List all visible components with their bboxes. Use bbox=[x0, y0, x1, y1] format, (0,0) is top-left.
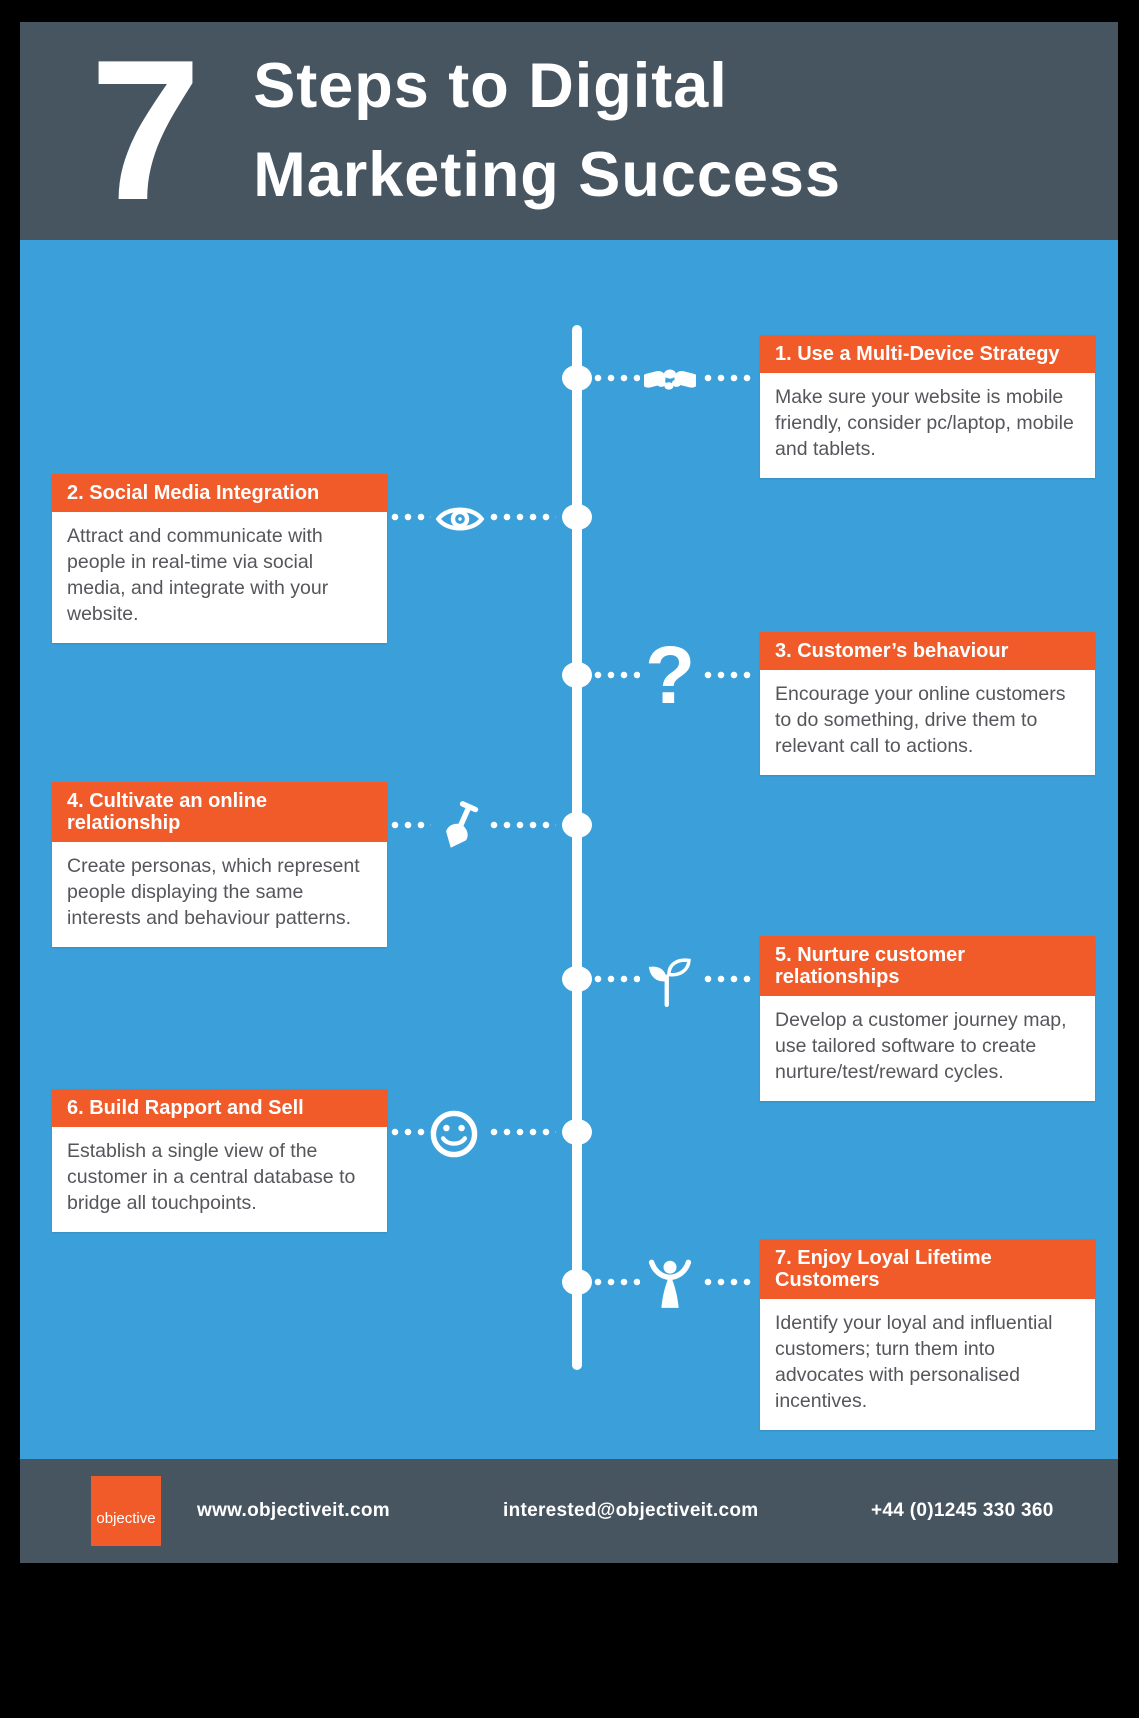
step-title: 7. Enjoy Loyal Lifetime Customers bbox=[760, 1239, 1095, 1299]
step-title: 5. Nurture customer relationships bbox=[760, 936, 1095, 996]
step-card-6: 6. Build Rapport and Sell Establish a si… bbox=[52, 1089, 387, 1232]
dotted-connector bbox=[490, 513, 556, 521]
step-card-4: 4. Cultivate an online relationship Crea… bbox=[52, 782, 387, 947]
step-body: Make sure your website is mobile friendl… bbox=[775, 386, 1074, 460]
footer-website: www.objectiveit.com bbox=[197, 1500, 390, 1521]
smiley-icon bbox=[428, 1108, 480, 1160]
dotted-connector bbox=[594, 374, 640, 382]
seedling-icon bbox=[644, 955, 696, 1007]
timeline-node-1 bbox=[562, 365, 592, 391]
footer-phone: +44 (0)1245 330 360 bbox=[871, 1500, 1054, 1521]
objective-logo: objective bbox=[91, 1476, 161, 1546]
big-number-7: 7 bbox=[90, 19, 202, 242]
step-card-5: 5. Nurture customer relationships Develo… bbox=[760, 936, 1095, 1101]
dotted-connector bbox=[391, 1128, 431, 1136]
step-title: 6. Build Rapport and Sell bbox=[52, 1089, 387, 1127]
infographic-poster: 7 Steps to Digital Marketing Success 1. … bbox=[20, 22, 1118, 1563]
dotted-connector bbox=[704, 975, 756, 983]
step-card-7: 7. Enjoy Loyal Lifetime Customers Identi… bbox=[760, 1239, 1095, 1430]
person-celebrating-icon bbox=[644, 1258, 696, 1310]
dotted-connector bbox=[594, 1278, 640, 1286]
dotted-connector bbox=[490, 1128, 556, 1136]
header: 7 Steps to Digital Marketing Success bbox=[20, 22, 1118, 240]
title-line-1: Steps to Digital bbox=[253, 51, 728, 121]
shovel-icon bbox=[434, 801, 486, 853]
step-title: 4. Cultivate an online relationship bbox=[52, 782, 387, 842]
footer-email: interested@objectiveit.com bbox=[503, 1500, 759, 1521]
step-title: 1. Use a Multi-Device Strategy bbox=[760, 335, 1095, 373]
timeline-node-3 bbox=[562, 662, 592, 688]
footer: objective www.objectiveit.com interested… bbox=[20, 1459, 1118, 1563]
timeline-node-4 bbox=[562, 812, 592, 838]
timeline-line bbox=[572, 325, 582, 1370]
eye-icon bbox=[434, 493, 486, 545]
handshake-icon bbox=[644, 354, 696, 406]
page-title: Steps to Digital Marketing Success bbox=[253, 42, 841, 220]
step-card-2: 2. Social Media Integration Attract and … bbox=[52, 474, 387, 643]
title-line-2: Marketing Success bbox=[253, 140, 841, 210]
step-title: 2. Social Media Integration bbox=[52, 474, 387, 512]
dotted-connector bbox=[490, 821, 556, 829]
step-card-3: 3. Customer’s behaviour Encourage your o… bbox=[760, 632, 1095, 775]
step-body: Create personas, which represent people … bbox=[67, 855, 360, 929]
dotted-connector bbox=[594, 671, 640, 679]
question-mark-icon: ? bbox=[644, 630, 696, 721]
dotted-connector bbox=[391, 513, 431, 521]
dotted-connector bbox=[594, 975, 640, 983]
dotted-connector bbox=[704, 374, 756, 382]
timeline-node-5 bbox=[562, 966, 592, 992]
step-body: Encourage your online customers to do so… bbox=[775, 683, 1066, 757]
step-body: Develop a customer journey map, use tail… bbox=[775, 1009, 1067, 1083]
step-body: Identify your loyal and influential cust… bbox=[775, 1312, 1053, 1412]
dotted-connector bbox=[704, 671, 756, 679]
step-title: 3. Customer’s behaviour bbox=[760, 632, 1095, 670]
timeline-node-6 bbox=[562, 1119, 592, 1145]
dotted-connector bbox=[391, 821, 431, 829]
step-card-1: 1. Use a Multi-Device Strategy Make sure… bbox=[760, 335, 1095, 478]
timeline-node-7 bbox=[562, 1269, 592, 1295]
step-body: Establish a single view of the customer … bbox=[67, 1140, 356, 1214]
timeline-node-2 bbox=[562, 504, 592, 530]
dotted-connector bbox=[704, 1278, 756, 1286]
logo-text: objective bbox=[96, 1509, 156, 1527]
step-body: Attract and communicate with people in r… bbox=[67, 525, 329, 625]
